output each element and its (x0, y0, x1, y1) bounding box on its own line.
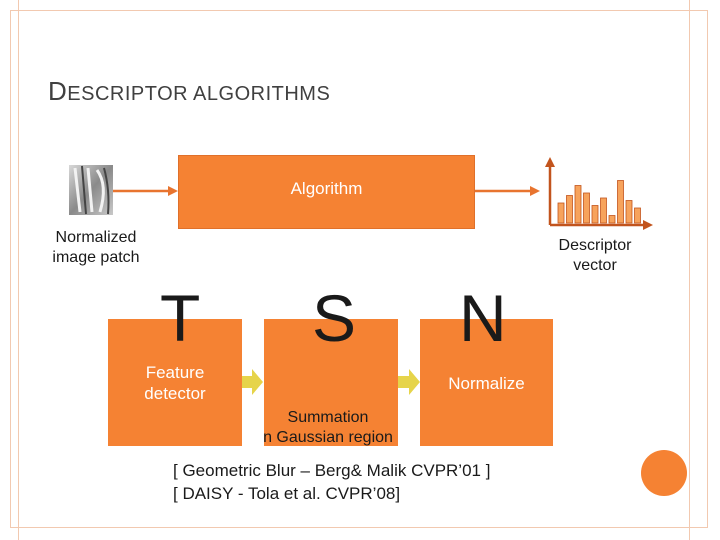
histogram-bar (608, 215, 616, 224)
t-label-line1: Feature (145, 363, 205, 382)
output-label-line2: vector (573, 257, 617, 274)
frame-left-line (18, 0, 19, 540)
output-label-line1: Descriptor (558, 237, 632, 254)
reference-geometric-blur: [ Geometric Blur – Berg& Malik CVPR’01 ] (173, 461, 491, 480)
descriptor-histogram-axes (545, 157, 653, 230)
reference-daisy: [ DAISY - Tola et al. CVPR’08] (173, 484, 401, 503)
slide-title: DESCRIPTOR ALGORITHMS (48, 76, 330, 107)
block-arrow-t-to-s (242, 369, 263, 395)
t-letter: T (160, 281, 201, 355)
block-arrow-s-to-n (398, 369, 420, 395)
s-letter: S (312, 281, 357, 355)
image-patch-thumbnail (69, 165, 113, 215)
normalize-label: Normalize (448, 374, 525, 393)
output-arrow (475, 186, 540, 196)
title-rest: ESCRIPTOR ALGORITHMS (67, 83, 331, 105)
histogram-bar (617, 180, 624, 224)
normalize-box (420, 319, 553, 446)
histogram-bar (583, 192, 590, 224)
feature-detector-label: Feature detector (108, 362, 242, 404)
title-first-letter: D (48, 76, 68, 106)
s-label-line2: n Gaussian region (263, 429, 393, 446)
t-label-line2: detector (144, 384, 206, 403)
histogram-bar (600, 197, 607, 224)
feature-detector-box (108, 319, 242, 446)
histogram-bar (625, 200, 633, 224)
input-label-line2: image patch (52, 249, 140, 266)
summation-box (264, 319, 398, 446)
n-letter: N (459, 281, 507, 355)
input-label: Normalized image patch (36, 228, 156, 268)
histogram-bar (566, 195, 573, 224)
algorithm-box: Algorithm (178, 155, 475, 229)
histogram-bar (634, 207, 641, 224)
algorithm-label: Algorithm (290, 179, 363, 198)
descriptor-histogram-bars (557, 180, 641, 224)
input-arrow (113, 186, 178, 196)
s-label-line1: Summation (287, 409, 369, 426)
decorative-circle (641, 450, 687, 496)
slide-frame (10, 10, 708, 528)
histogram-bar (557, 202, 565, 224)
summation-label: Summation n Gaussian region (258, 408, 398, 448)
histogram-bar (574, 185, 582, 224)
input-label-line1: Normalized (55, 229, 137, 246)
output-label: Descriptor vector (540, 236, 650, 276)
frame-right-line (689, 0, 690, 540)
histogram-bar (591, 205, 599, 224)
